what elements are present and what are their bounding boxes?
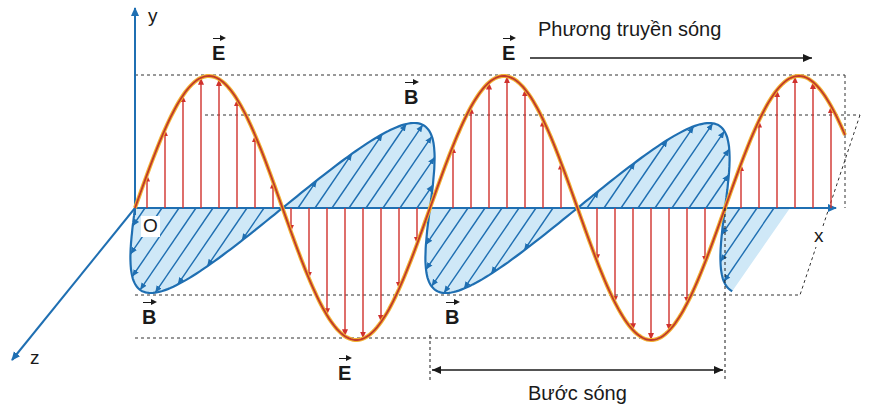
e-vector [668, 208, 669, 331]
b-vector [721, 208, 758, 262]
b-vector [464, 208, 519, 289]
propagation-arrow [530, 57, 812, 59]
b-vector [638, 126, 694, 208]
electric-field-wave [135, 76, 845, 340]
e-vector [686, 208, 687, 304]
b-vector [524, 208, 553, 250]
e-vector [542, 120, 543, 209]
field-label: B [402, 86, 420, 108]
e-vector [380, 208, 381, 322]
b-vector [444, 208, 502, 293]
y-axis [134, 8, 136, 215]
dimension-marks [430, 58, 812, 382]
e-vector [776, 90, 777, 208]
axis-label: x [812, 226, 826, 247]
e-vector [488, 83, 489, 209]
origin-label: O [141, 216, 160, 237]
e-vector [596, 208, 597, 261]
b-vector [491, 208, 536, 274]
e-vector [236, 99, 237, 208]
e-vector [470, 107, 471, 208]
e-vector [344, 208, 345, 336]
axis-label: z [28, 348, 42, 369]
field-label: E [500, 42, 517, 64]
wavelength-label: Bước sóng [526, 382, 629, 404]
field-label: B [140, 306, 158, 328]
b-vector [655, 123, 713, 208]
plane-guide [135, 75, 845, 76]
b-vector [689, 149, 729, 208]
wavelength-arrow [432, 369, 723, 371]
b-vector [366, 125, 423, 208]
e-vector [812, 82, 813, 208]
b-vector [140, 208, 196, 290]
e-vector [164, 129, 165, 208]
e-vector [308, 208, 309, 279]
x-axis [135, 207, 836, 209]
plane-guide [135, 338, 640, 339]
e-vector [398, 208, 399, 289]
b-vector [432, 208, 485, 286]
e-vector [254, 135, 255, 208]
e-vector [614, 208, 615, 303]
axis-label: y [146, 6, 160, 27]
coordinate-axes [12, 8, 836, 360]
z-axis [12, 208, 135, 360]
plane-guide [135, 295, 800, 296]
e-field-curve [135, 76, 845, 340]
b-vector [426, 208, 468, 270]
e-vector [794, 76, 795, 208]
e-vector [650, 208, 651, 340]
plane-guide [800, 115, 860, 295]
wavelength-tick [430, 335, 431, 382]
b-vector [400, 157, 435, 208]
e-vector [704, 208, 705, 263]
b-vector [672, 131, 724, 208]
e-vector [452, 146, 453, 208]
e-vector [326, 208, 327, 315]
e-field-glow [135, 76, 845, 340]
e-vector [830, 106, 831, 208]
propagation-label: Phương truyền sóng [536, 18, 723, 40]
plane-guide [845, 75, 846, 208]
b-vector [178, 208, 230, 284]
e-vector [362, 208, 363, 339]
e-vector [758, 121, 759, 209]
e-vector [182, 95, 183, 208]
b-vector [604, 163, 635, 209]
b-vector [207, 208, 247, 266]
e-vector [200, 78, 201, 208]
b-vector [724, 208, 774, 282]
e-vector [524, 89, 525, 208]
field-label: E [210, 42, 227, 64]
field-label: B [443, 306, 461, 328]
e-vector [506, 76, 507, 208]
field-label: E [336, 362, 353, 384]
e-vector [632, 208, 633, 330]
wavelength-tick [725, 208, 726, 382]
b-vector [315, 154, 352, 208]
e-vector [218, 79, 219, 208]
